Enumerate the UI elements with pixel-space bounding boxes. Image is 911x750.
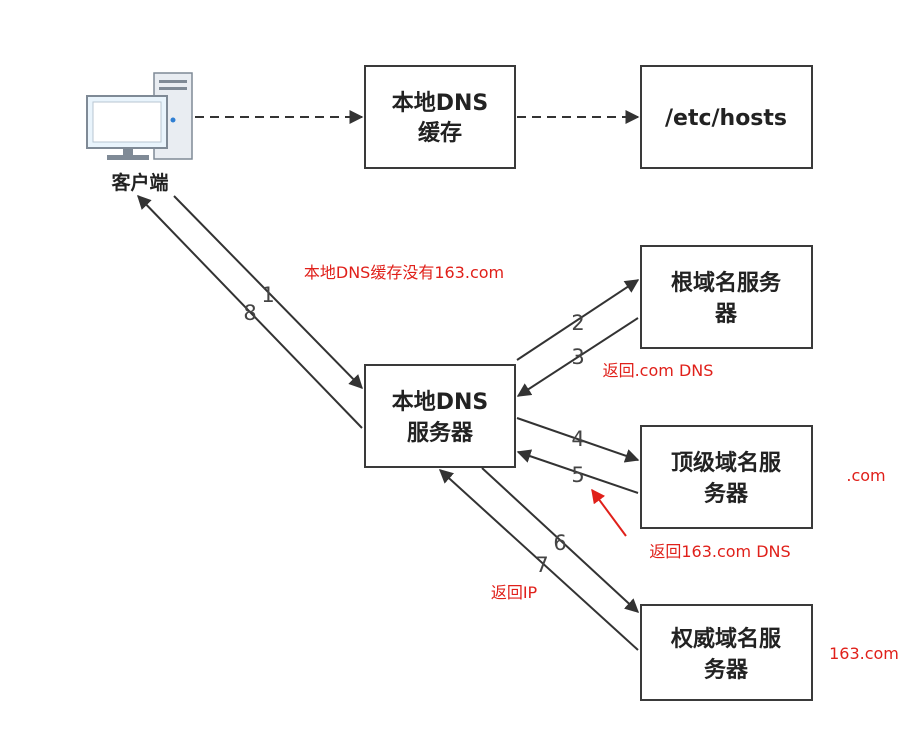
local-dns-cache-box (364, 65, 516, 169)
local-dns-server-box (364, 364, 516, 468)
root-dns-server-line2: 器 (714, 302, 738, 327)
step-label-4: 4 (571, 427, 584, 451)
annotation-return-com-dns: 返回.com DNS (603, 361, 714, 380)
annotation-return-163-dns: 返回163.com DNS (649, 542, 790, 561)
arrow-step-5 (516, 449, 639, 494)
arrow-step-3 (516, 317, 639, 397)
client-computer-icon (86, 72, 193, 160)
etc-hosts-box (640, 65, 813, 169)
client-label: 客户端 (111, 171, 168, 194)
red-annotation-arrow (591, 488, 627, 537)
root-dns-server-box (640, 245, 813, 349)
tld-dns-server-line1: 顶级域名服 (671, 450, 782, 476)
tld-dns-server-line2: 务器 (704, 482, 749, 507)
arrow-step-2 (516, 279, 640, 361)
step-label-6: 6 (553, 531, 566, 555)
authoritative-dns-server-line1: 权威域名服 (670, 626, 782, 652)
arrow-step-1 (173, 195, 363, 390)
step-label-8: 8 (243, 301, 256, 325)
arrow-step-4 (516, 417, 640, 463)
etc-hosts-label: /etc/hosts (665, 106, 787, 131)
annotation-auth-zone: 163.com (829, 644, 899, 663)
arrow-step-7 (438, 469, 639, 651)
arrow-step-8 (137, 194, 363, 429)
annotation-tld-zone: .com (846, 466, 885, 485)
local-dns-server-line2: 服务器 (407, 421, 474, 446)
step-label-3: 3 (571, 345, 584, 369)
annotation-return-ip: 返回IP (491, 583, 538, 602)
annotation-no-cache: 本地DNS缓存没有163.com (304, 263, 504, 282)
local-dns-cache-line1: 本地DNS (392, 91, 489, 116)
tld-dns-server-box (640, 425, 813, 529)
root-dns-server-line1: 根域名服务 (671, 270, 782, 296)
local-dns-server-line1: 本地DNS (392, 390, 489, 415)
step-label-5: 5 (571, 463, 584, 487)
step-label-7: 7 (535, 553, 548, 577)
authoritative-dns-server-line2: 务器 (704, 658, 749, 683)
local-dns-cache-line2: 缓存 (418, 120, 462, 146)
arrow-step-6 (481, 467, 640, 613)
step-label-1: 1 (261, 283, 274, 307)
authoritative-dns-server-box (640, 604, 813, 701)
step-label-2: 2 (571, 311, 584, 335)
